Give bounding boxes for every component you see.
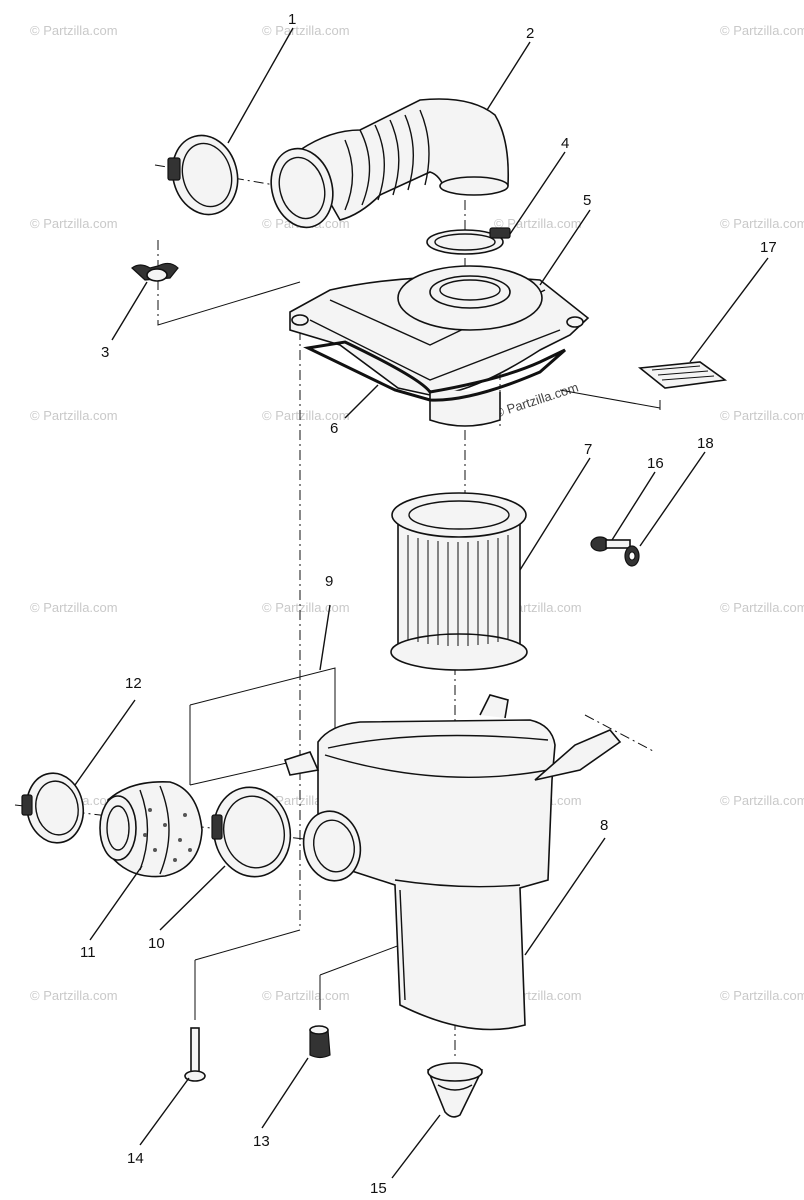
watermark: © Partzilla.com [30, 216, 118, 231]
watermark: © Partzilla.com [262, 408, 350, 423]
callout-11: 11 [80, 944, 96, 961]
callout-10: 10 [148, 935, 165, 952]
watermark: © Partzilla.com [720, 600, 804, 615]
hose-clamp-part-12[interactable] [21, 769, 88, 848]
callout-14: 14 [127, 1150, 144, 1167]
screw-part-16[interactable] [590, 536, 631, 552]
hose-clamp-part-1[interactable] [164, 128, 247, 222]
airbox-housing-part-8[interactable] [283, 694, 622, 1031]
callout-5: 5 [583, 192, 591, 209]
callout-16: 16 [647, 455, 664, 472]
watermark: © Partzilla.com [720, 793, 804, 808]
watermark: © Partzilla.com [30, 23, 118, 38]
callout-1: 1 [288, 11, 296, 28]
watermark: © Partzilla.com [262, 23, 350, 38]
air-filter-part-7[interactable] [390, 492, 528, 671]
callout-9: 9 [325, 573, 333, 590]
watermark: © Partzilla.com [262, 600, 350, 615]
hose-clamp-part-10[interactable] [205, 780, 298, 884]
gasket-part-6[interactable] [303, 340, 566, 402]
watermark: © Partzilla.com [262, 988, 350, 1003]
watermark: © Partzilla.com [30, 600, 118, 615]
watermark: © Partzilla.com [30, 408, 118, 423]
callout-15: 15 [370, 1180, 387, 1197]
callout-2: 2 [526, 25, 534, 42]
leader-lines [74, 27, 769, 1179]
drain-valve-part-15[interactable] [426, 1062, 484, 1118]
callout-17: 17 [760, 239, 777, 256]
callout-18: 18 [697, 435, 714, 452]
callout-8: 8 [600, 817, 608, 834]
callout-labels: 1 2 3 4 5 6 7 8 9 10 11 12 13 14 15 16 1… [80, 11, 777, 1197]
watermark: © Partzilla.com [494, 216, 582, 231]
callout-12: 12 [125, 675, 142, 692]
bolt-part-14[interactable] [184, 1027, 206, 1082]
callout-6: 6 [330, 420, 338, 437]
housing-intake-opening [302, 810, 362, 882]
clamp-ring-part-4[interactable] [426, 227, 511, 255]
watermark: © Partzilla.com [720, 216, 804, 231]
intake-hose-part-2[interactable] [263, 98, 510, 234]
callout-4: 4 [561, 135, 569, 152]
watermark: © Partzilla.com [30, 988, 118, 1003]
callout-13: 13 [253, 1133, 270, 1150]
washer-part-18[interactable] [624, 545, 640, 567]
callout-7: 7 [584, 441, 592, 458]
watermark: © Partzilla.com [720, 23, 804, 38]
decal-part-17[interactable] [637, 361, 728, 389]
watermark: © Partzilla.com [720, 408, 804, 423]
callout-3: 3 [101, 344, 109, 361]
reference-lines [157, 281, 661, 1020]
watermark: © Partzilla.com [720, 988, 804, 1003]
grommet-part-13[interactable] [309, 1025, 331, 1059]
wing-nut-part-3[interactable] [131, 262, 179, 282]
intake-boot-part-11[interactable] [99, 781, 203, 878]
